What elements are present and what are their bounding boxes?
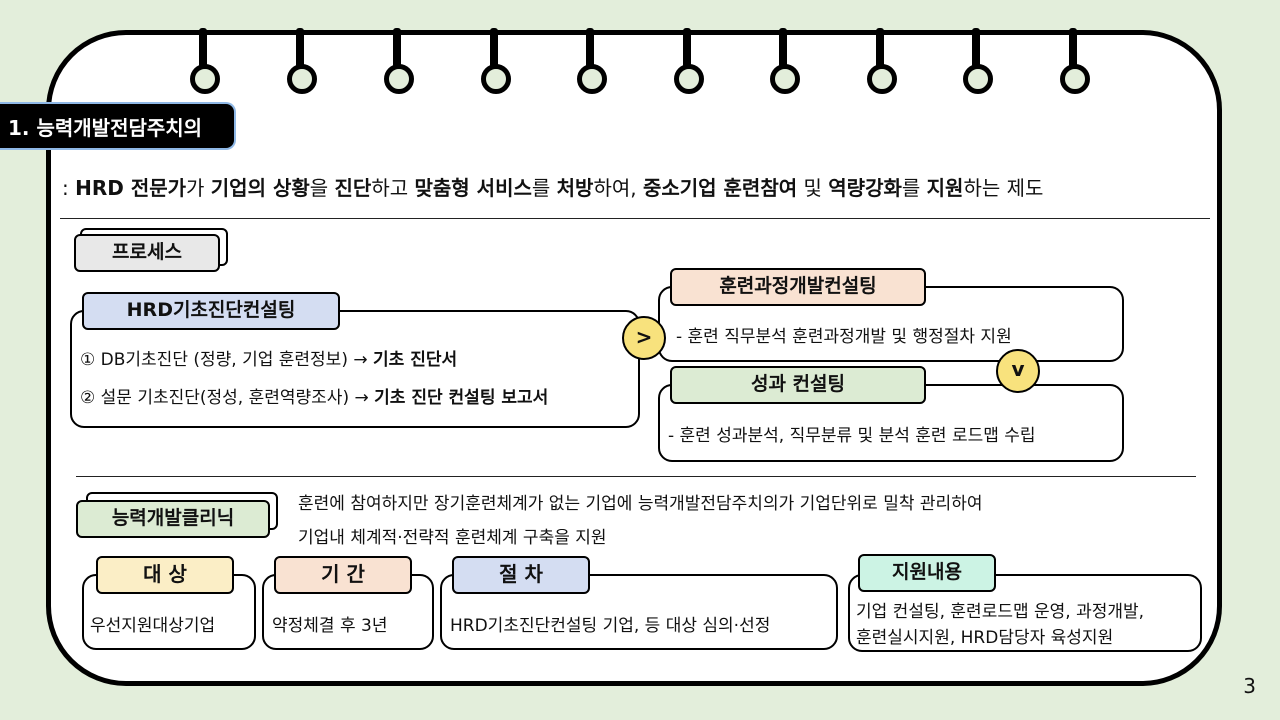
diagnosis-item-2: ② 설문 기초진단(정성, 훈련역량조사) → 기초 진단 컨설팅 보고서 — [80, 383, 548, 408]
performance-title: 성과 컨설팅 — [670, 366, 926, 404]
description-emphasis: 역량강화 — [828, 176, 902, 200]
description-emphasis: 중소기업 훈련참여 — [642, 176, 798, 200]
clinic-description-2: 기업내 체계적·전략적 훈련체계 구축을 지원 — [298, 528, 607, 548]
card-target-text: 우선지원대상기업 — [90, 616, 216, 636]
clinic-label: 능력개발클리닉 — [76, 500, 270, 538]
description-text: 를 — [531, 176, 557, 200]
arrow-right-icon: > — [622, 316, 666, 360]
diagnosis-item-1-text: ① DB기초진단 (정량, 기업 훈련정보) → — [80, 350, 374, 370]
course-dev-title: 훈련과정개발컨설팅 — [670, 268, 926, 306]
description-text: 을 — [309, 176, 335, 200]
card-support-text-1: 기업 컨설팅, 훈련로드맵 운영, 과정개발, — [856, 602, 1145, 622]
diagnosis-title: HRD기초진단컨설팅 — [82, 292, 340, 330]
description-text: 하여, — [593, 176, 643, 200]
page-number: 3 — [1243, 674, 1256, 698]
description-text: 를 — [901, 176, 927, 200]
binder-ring — [577, 28, 607, 96]
binder-ring — [674, 28, 704, 96]
binder-ring — [1060, 28, 1090, 96]
description-emphasis: 맞춤형 서비스 — [414, 176, 532, 200]
binder-ring — [384, 28, 414, 96]
diagnosis-item-2-result: 기초 진단 컨설팅 보고서 — [374, 388, 549, 408]
card-period-title: 기 간 — [274, 556, 412, 594]
binder-ring — [867, 28, 897, 96]
description-emphasis: HRD 전문가 — [75, 176, 187, 200]
description-emphasis: 처방 — [556, 176, 594, 200]
course-dev-text: - 훈련 직무분석 훈련과정개발 및 행정절차 지원 — [676, 327, 1012, 347]
binder-ring — [190, 28, 220, 96]
divider — [76, 476, 1196, 477]
card-period-text: 약정체결 후 3년 — [272, 616, 388, 636]
binder-ring — [287, 28, 317, 96]
diagnosis-item-1: ① DB기초진단 (정량, 기업 훈련정보) → 기초 진단서 — [80, 345, 457, 370]
card-procedure-text: HRD기초진단컨설팅 기업, 등 대상 심의·선정 — [450, 616, 771, 636]
description-text: 및 — [797, 176, 829, 200]
description-text: : — [62, 176, 76, 200]
description-emphasis: 지원 — [926, 176, 964, 200]
performance-text: - 훈련 성과분석, 직무분류 및 분석 훈련 로드맵 수립 — [668, 426, 1036, 446]
card-support-text-2: 훈련실시지원, HRD담당자 육성지원 — [856, 628, 1114, 648]
binder-ring — [770, 28, 800, 96]
description-text: 가 — [186, 176, 211, 200]
description-emphasis: 기업의 상황 — [210, 176, 310, 200]
diagnosis-item-2-text: ② 설문 기초진단(정성, 훈련역량조사) → — [80, 388, 375, 408]
card-procedure-title: 절 차 — [452, 556, 590, 594]
description-text: 하는 제도 — [963, 176, 1044, 200]
binder-ring — [963, 28, 993, 96]
description-emphasis: 진단 — [334, 176, 372, 200]
description-text: 하고 — [371, 176, 415, 200]
divider — [60, 218, 1210, 219]
diagnosis-item-1-result: 기초 진단서 — [373, 350, 458, 370]
binder-ring — [481, 28, 511, 96]
arrow-down-icon: v — [996, 349, 1040, 393]
section-title: 1. 능력개발전담주치의 — [0, 102, 236, 150]
process-label: 프로세스 — [74, 234, 220, 272]
clinic-description-1: 훈련에 참여하지만 장기훈련체계가 없는 기업에 능력개발전담주치의가 기업단위… — [298, 494, 983, 514]
card-support-title: 지원내용 — [858, 554, 996, 592]
card-target-title: 대 상 — [96, 556, 234, 594]
description-line: : HRD 전문가가 기업의 상황을 진단하고 맞춤형 서비스를 처방하여, 중… — [62, 172, 1043, 201]
